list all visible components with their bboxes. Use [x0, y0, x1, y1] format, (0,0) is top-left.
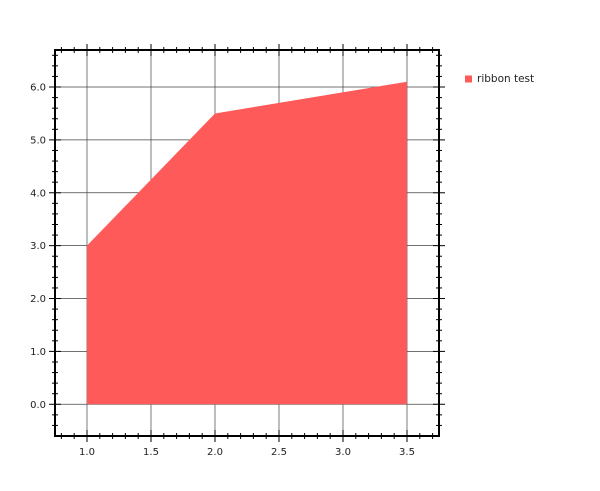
y-tick-label: 4.0	[30, 188, 46, 199]
ribbon-area	[87, 81, 407, 405]
y-tick-label: 2.0	[30, 294, 46, 305]
y-tick-label: 1.0	[30, 347, 46, 358]
legend: ribbon test	[465, 73, 534, 85]
tick-labels: 1.0 1.5 2.0 2.5 3.0 3.5 0.0 1.0 2.0 3.0 4.0 5.0 6.0	[30, 83, 415, 458]
x-tick-label: 1.5	[143, 447, 159, 458]
legend-swatch	[465, 75, 472, 83]
y-tick-label: 3.0	[30, 241, 46, 252]
plot-frame	[54, 49, 440, 437]
x-tick-label: 1.0	[79, 447, 95, 458]
series-layer	[87, 81, 407, 405]
x-tick-label: 3.0	[335, 447, 351, 458]
x-tick-label: 2.0	[207, 447, 223, 458]
legend-label: ribbon test	[477, 73, 534, 85]
x-tick-label: 3.5	[399, 447, 415, 458]
y-tick-label: 5.0	[30, 135, 46, 146]
y-tick-label: 6.0	[30, 83, 46, 94]
y-tick-label: 0.0	[30, 400, 46, 411]
x-tick-label: 2.5	[271, 447, 287, 458]
